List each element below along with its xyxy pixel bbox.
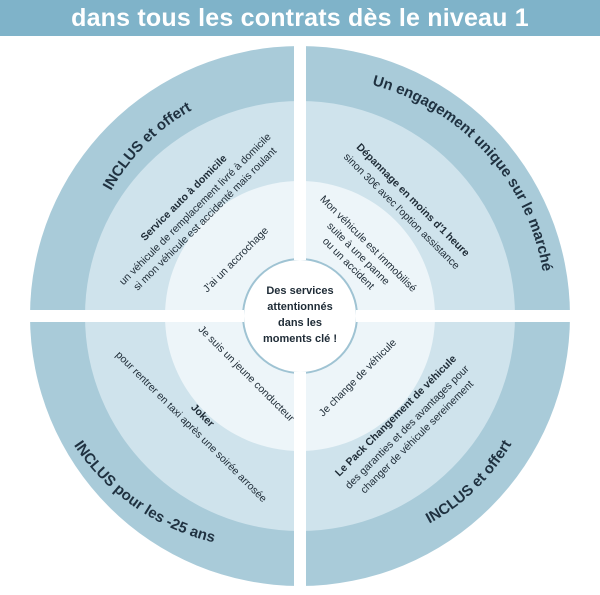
svg-text:attentionnés: attentionnés (267, 301, 332, 313)
banner-title: dans tous les contrats dès le niveau 1 (71, 3, 529, 32)
center-circle (242, 258, 358, 374)
svg-text:Des services: Des services (266, 285, 333, 297)
header-banner (0, 0, 600, 36)
svg-text:moments clé !: moments clé ! (263, 333, 337, 345)
divider-right (356, 310, 600, 322)
svg-text:dans les: dans les (278, 317, 322, 329)
divider-top (294, 40, 306, 260)
divider-left (20, 310, 244, 322)
divider-bottom (294, 372, 306, 595)
center-label: Des services attentionnés dans les momen… (263, 285, 337, 345)
